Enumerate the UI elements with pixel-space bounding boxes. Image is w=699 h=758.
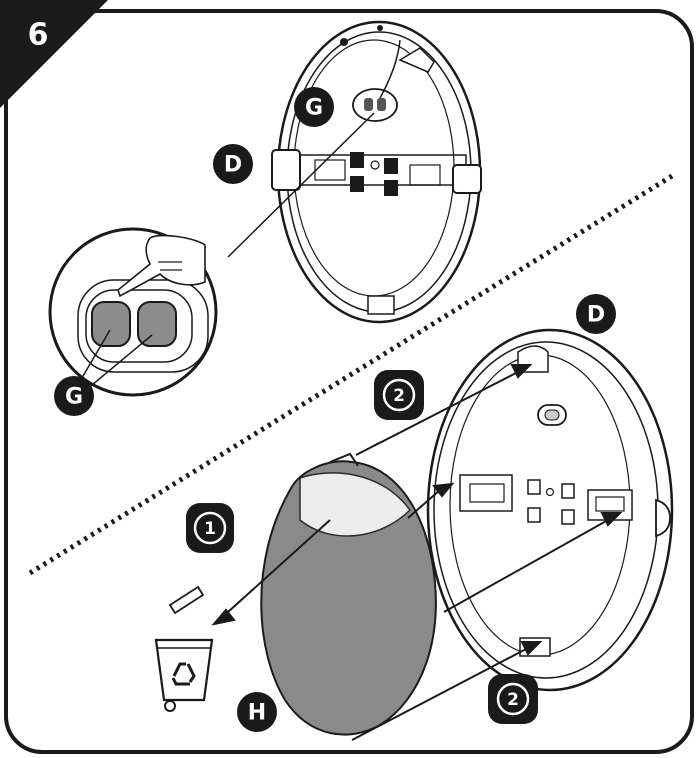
- filter-disc: [261, 454, 436, 735]
- svg-text:H: H: [248, 701, 266, 726]
- badge-h: H: [237, 692, 277, 732]
- svg-text:G: G: [65, 385, 83, 410]
- back-cover-top: [272, 22, 481, 322]
- badge-step-2-bottom: 2: [488, 674, 538, 724]
- badge-step-2-top: 2: [374, 370, 424, 420]
- svg-text:2: 2: [393, 386, 405, 406]
- svg-text:D: D: [224, 153, 242, 178]
- badge-g-zoom: G: [54, 376, 94, 416]
- svg-text:G: G: [305, 96, 323, 121]
- svg-text:2: 2: [507, 690, 519, 710]
- recycle-bin-icon: [156, 587, 212, 711]
- svg-text:1: 1: [204, 519, 216, 539]
- grommet-zoom: [50, 229, 216, 395]
- step-number: 6: [28, 18, 49, 53]
- svg-text:D: D: [587, 303, 605, 328]
- back-cover-bottom: [428, 330, 672, 690]
- badge-g-top: G: [294, 87, 334, 127]
- grommet-hole-right: [138, 302, 176, 346]
- step-badge: 6: [0, 0, 108, 108]
- badge-step-1: 1: [186, 503, 234, 553]
- badge-d-top: D: [213, 144, 253, 184]
- grommet-hole-left: [92, 302, 130, 346]
- badge-d-right: D: [576, 294, 616, 334]
